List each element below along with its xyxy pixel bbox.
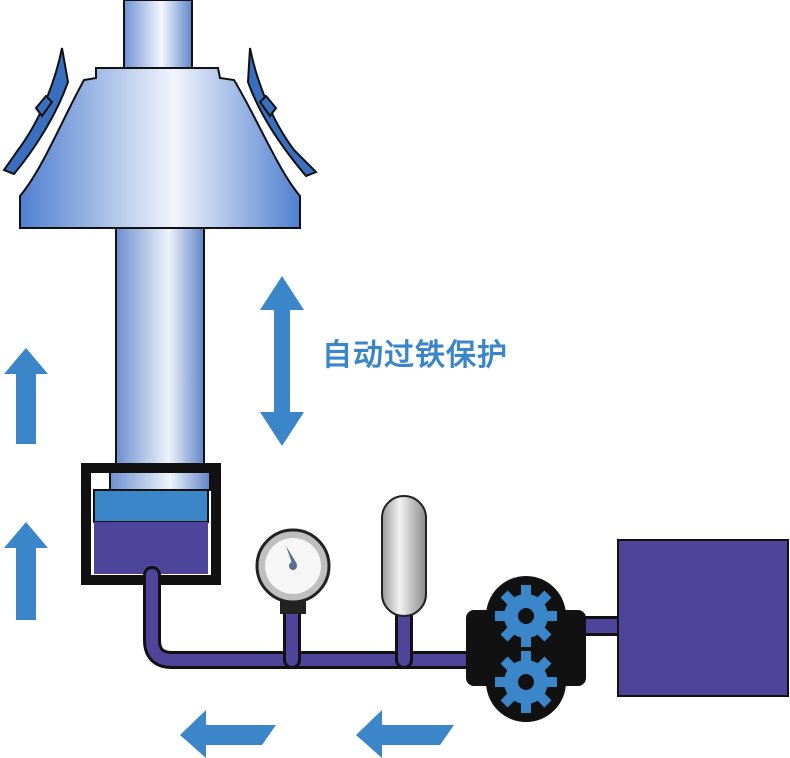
block-arrow-icon <box>356 710 454 758</box>
upper-shaft <box>123 0 193 75</box>
accumulator-icon <box>381 495 427 617</box>
concave-liner-right <box>246 47 318 178</box>
mantle-cone <box>19 67 301 229</box>
protection-label: 自动过铁保护 <box>322 338 508 373</box>
block-arrow-icon <box>180 710 276 758</box>
main-shaft <box>115 227 205 469</box>
block-arrow-icon <box>4 522 48 620</box>
double-headed-arrow-icon <box>260 276 304 446</box>
hydraulic-cylinder <box>81 463 221 585</box>
oil-pipeline <box>143 566 628 669</box>
gear-pump-icon <box>466 576 586 722</box>
pressure-gauge-icon <box>255 528 331 614</box>
block-arrow-icon <box>4 348 48 444</box>
motor-icon <box>617 539 789 697</box>
concave-liner-left <box>2 47 70 176</box>
